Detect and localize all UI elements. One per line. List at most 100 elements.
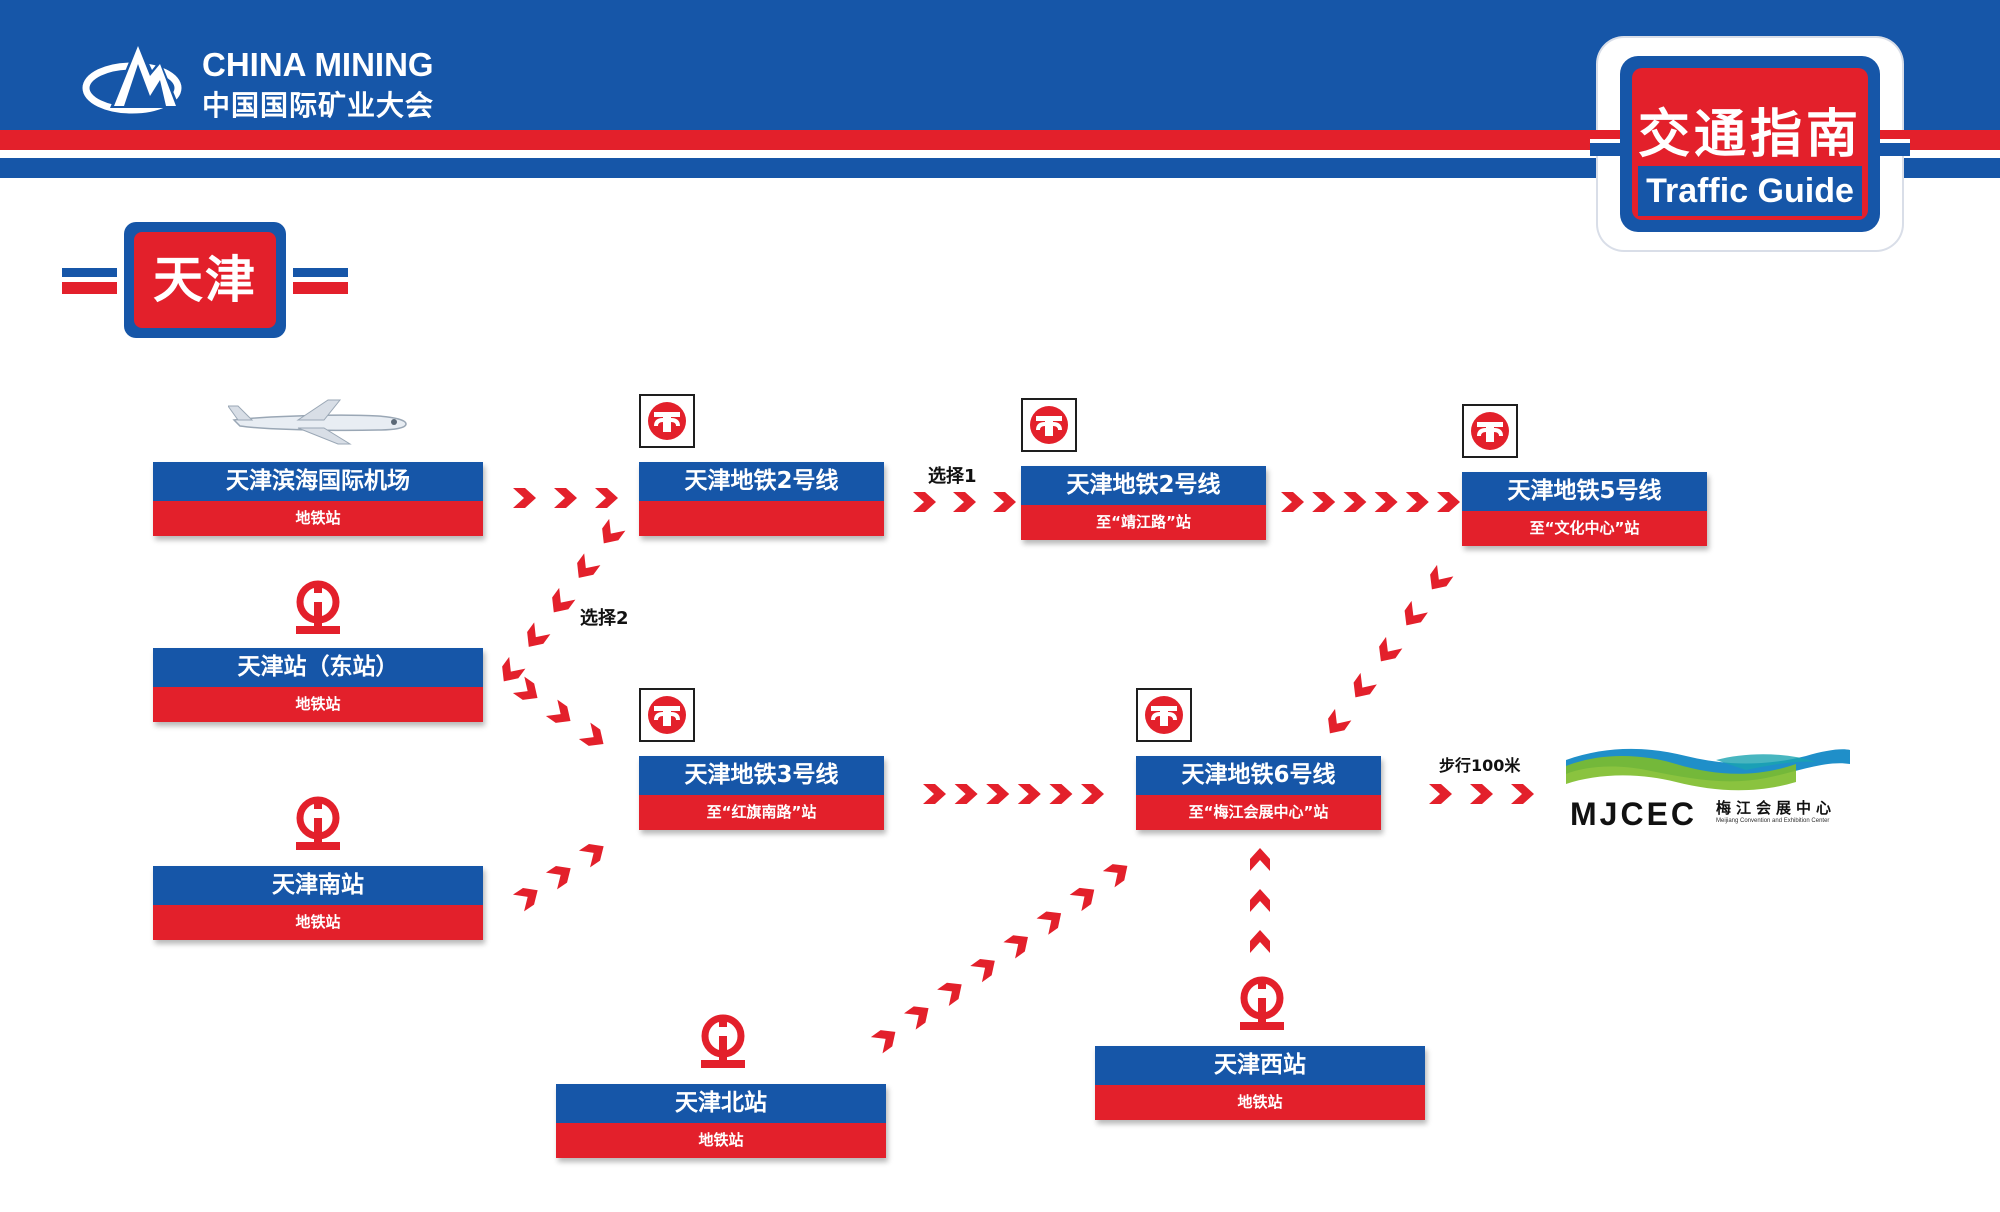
- banner-blue-stripe: [0, 158, 2000, 178]
- chevron-arrow-icon: [1036, 911, 1062, 935]
- chevron-arrow-icon: [1003, 935, 1028, 959]
- line-card-line5: 天津地铁5号线 至“文化中心”站: [1462, 472, 1707, 546]
- arrow-airport-to-line2: [513, 488, 618, 508]
- china-mining-logo: CHINA MINING 中国国际矿业大会: [80, 30, 480, 122]
- station-name: 天津北站: [556, 1084, 886, 1123]
- line-card-line3: 天津地铁3号线 至“红旗南路”站: [639, 756, 884, 830]
- metro-icon: [639, 394, 695, 448]
- line-card-line2-start: 天津地铁2号线: [639, 462, 884, 536]
- station-card-tianjin-north: 天津北站 地铁站: [556, 1084, 886, 1158]
- chevron-arrow-icon: [1343, 492, 1367, 512]
- banner-white-stripe: [0, 150, 2000, 158]
- chevron-arrow-icon: [1049, 784, 1073, 804]
- chevron-arrow-icon: [1429, 784, 1452, 804]
- chevron-arrow-icon: [937, 982, 962, 1006]
- traffic-guide-badge: 交通指南 Traffic Guide: [1590, 38, 1910, 250]
- metro-icon: [1462, 404, 1518, 458]
- line-name: 天津地铁2号线: [639, 462, 884, 501]
- chevron-arrow-icon: [512, 676, 538, 700]
- station-sub: 地铁站: [153, 687, 483, 722]
- chevron-arrow-icon: [513, 488, 536, 508]
- chevron-arrow-icon: [870, 1030, 896, 1054]
- mountain-logo-icon: [82, 40, 182, 114]
- line-name: 天津地铁5号线: [1462, 472, 1707, 511]
- logo-chinese-text: 中国国际矿业大会: [202, 89, 435, 122]
- option-2-label: 选择2: [580, 608, 629, 629]
- station-card-tianjin-west: 天津西站 地铁站: [1095, 1046, 1425, 1120]
- station-card-tianjin-south: 天津南站 地铁站: [153, 866, 483, 940]
- traffic-guide-title-en: Traffic Guide: [1638, 166, 1862, 216]
- line-card-line2-jingjiang: 天津地铁2号线 至“靖江路”站: [1021, 466, 1266, 540]
- railway-icon: [701, 1014, 745, 1068]
- chevron-arrow-icon: [1250, 889, 1270, 912]
- chevron-arrow-icon: [1312, 492, 1336, 512]
- chevron-arrow-icon: [602, 518, 626, 544]
- chevron-arrow-icon: [1069, 887, 1095, 912]
- station-card-tianjin-east: 天津站（东站） 地铁站: [153, 648, 483, 722]
- arrow-line3-to-line6: [923, 784, 1104, 804]
- chevron-arrow-icon: [993, 492, 1016, 512]
- city-name: 天津: [153, 251, 257, 309]
- line-sub: 至“红旗南路”站: [639, 795, 884, 830]
- chevron-arrow-icon: [512, 888, 538, 912]
- mjcec-name-cn: 梅江会展中心: [1716, 799, 1837, 817]
- metro-icon: [639, 688, 695, 742]
- chevron-arrow-icon: [502, 656, 526, 682]
- railway-icon: [296, 796, 340, 850]
- traffic-guide-title-cn: 交通指南: [1637, 105, 1862, 165]
- arrow-line2b-to-line5: [1281, 492, 1460, 512]
- line-name: 天津地铁6号线: [1136, 756, 1381, 795]
- chevron-arrow-icon: [578, 722, 604, 746]
- metro-icon: [1021, 398, 1077, 452]
- chevron-arrow-icon: [1017, 784, 1041, 804]
- chevron-arrow-icon: [1511, 784, 1534, 804]
- mjcec-logo-text: MJCEC: [1570, 796, 1698, 832]
- chevron-arrow-icon: [986, 784, 1010, 804]
- logo-english-text: CHINA MINING: [202, 46, 434, 83]
- station-name: 天津滨海国际机场: [153, 462, 483, 501]
- chevron-arrow-icon: [577, 553, 601, 578]
- mjcec-destination-logo: MJCEC 梅江会展中心 Meijiang Convention and Exh…: [1566, 738, 1856, 834]
- chevron-arrow-icon: [578, 844, 604, 868]
- chevron-arrow-icon: [1328, 708, 1352, 734]
- chevron-arrow-icon: [1437, 492, 1460, 512]
- arrow-south-to-line3: [512, 844, 604, 912]
- line-sub: [639, 501, 884, 536]
- option-1-label: 选择1: [928, 466, 977, 487]
- line-card-line6: 天津地铁6号线 至“梅江会展中心”站: [1136, 756, 1381, 830]
- station-sub: 地铁站: [556, 1123, 886, 1158]
- line-name: 天津地铁2号线: [1021, 466, 1266, 505]
- chevron-arrow-icon: [1404, 600, 1428, 626]
- arrow-line5-to-line6: [1328, 564, 1454, 734]
- chevron-arrow-icon: [1081, 784, 1104, 804]
- chevron-arrow-icon: [904, 1006, 929, 1030]
- chevron-arrow-icon: [1353, 672, 1377, 698]
- chevron-arrow-icon: [552, 587, 576, 613]
- chevron-arrow-icon: [1374, 492, 1398, 512]
- chevron-arrow-icon: [595, 488, 618, 508]
- mjcec-name-en: Meijiang Convention and Exhibition Cente…: [1716, 818, 1830, 824]
- walk-distance-label: 步行100米: [1439, 756, 1521, 775]
- line-sub: 至“靖江路”站: [1021, 505, 1266, 540]
- arrow-north-to-line6: [870, 864, 1128, 1054]
- arrow-line2-to-line2b: [913, 492, 1016, 512]
- chevron-arrow-icon: [1102, 864, 1128, 888]
- station-name: 天津西站: [1095, 1046, 1425, 1085]
- line-sub: 至“梅江会展中心”站: [1136, 795, 1381, 830]
- station-sub: 地铁站: [153, 501, 483, 536]
- chevron-arrow-icon: [554, 488, 577, 508]
- chevron-arrow-icon: [953, 492, 976, 512]
- chevron-arrow-icon: [1281, 492, 1304, 512]
- banner-red-stripe: [0, 130, 2000, 150]
- line-sub: 至“文化中心”站: [1462, 511, 1707, 546]
- metro-icon: [1136, 688, 1192, 742]
- chevron-arrow-icon: [1250, 930, 1270, 953]
- chevron-arrow-icon: [954, 784, 978, 804]
- chevron-arrow-icon: [1250, 848, 1270, 871]
- airplane-icon: [228, 399, 407, 445]
- arrow-west-to-line6: [1250, 848, 1270, 953]
- chevron-arrow-icon: [913, 492, 936, 512]
- arrow-east-to-line3: [512, 676, 604, 746]
- chevron-arrow-icon: [1430, 564, 1454, 590]
- arrow-line2-to-east: [502, 518, 626, 682]
